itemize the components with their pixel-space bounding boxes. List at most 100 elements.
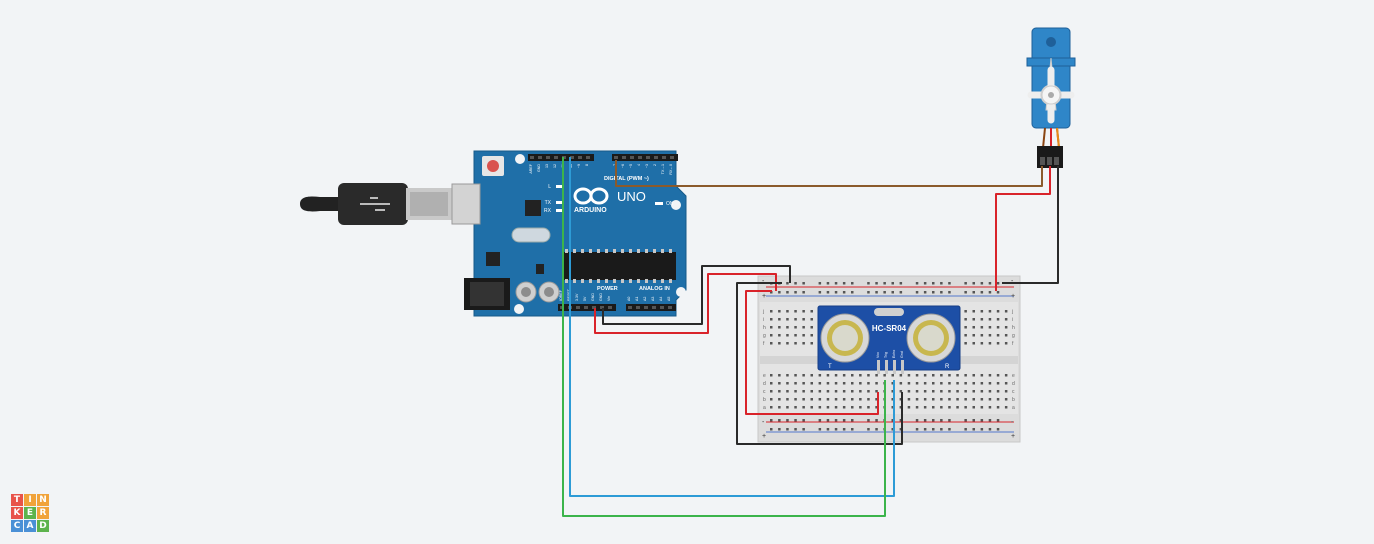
breadboard-row-label: f [763, 341, 765, 347]
arduino-infinity-logo [573, 187, 609, 205]
header-pin[interactable] [600, 306, 604, 309]
wires[interactable] [562, 157, 1059, 517]
breadboard-row-label: a [763, 405, 766, 411]
pin-label: 2 [653, 164, 657, 166]
pin-label: A2 [643, 297, 647, 301]
header-pin[interactable] [652, 306, 656, 309]
sensor-pin[interactable] [877, 360, 880, 374]
breadboard-row-label: j [1011, 309, 1013, 315]
on-label: ON [666, 201, 674, 207]
pin-label: AREF [529, 163, 533, 173]
wire-brown-signal [615, 160, 1043, 187]
header-pin[interactable] [530, 156, 534, 159]
header-pin[interactable] [638, 156, 642, 159]
header-pin[interactable] [538, 156, 542, 159]
sensor-pin[interactable] [885, 360, 888, 374]
svg-text:-: - [762, 419, 765, 426]
header-pin[interactable] [576, 306, 580, 309]
header-pin[interactable] [646, 156, 650, 159]
digital-label: DIGITAL (PWM ~) [604, 176, 649, 182]
logo-letter: A [24, 520, 36, 532]
header-pin[interactable] [578, 156, 582, 159]
breadboard-row-label: j [762, 309, 764, 315]
header-pin[interactable] [546, 156, 550, 159]
svg-text:+: + [1011, 293, 1015, 300]
pin-label: A0 [627, 297, 631, 301]
pin-label: GND [599, 293, 603, 301]
logo-letter: T [11, 494, 23, 506]
header-pin[interactable] [554, 156, 558, 159]
svg-text:+: + [762, 433, 766, 440]
pin-label: 5V [583, 296, 587, 301]
sensor-pin-label: Trig [884, 352, 888, 358]
logo-letter: D [37, 520, 49, 532]
pin-label: A3 [651, 297, 655, 301]
breadboard-row-label: g [763, 333, 766, 339]
sensor-pin-label: Echo [892, 350, 896, 358]
header-pin[interactable] [592, 306, 596, 309]
svg-text:-: - [1011, 419, 1014, 426]
micro-servo[interactable] [1026, 27, 1076, 168]
pin-label: TX→1 [661, 164, 665, 174]
sensor-pins[interactable] [877, 360, 904, 374]
pin-label: A4 [659, 297, 663, 301]
led-rx-label: RX [544, 208, 552, 214]
breadboard-row-label: d [763, 381, 766, 387]
sensor-pin[interactable] [901, 360, 904, 374]
atmega-chip [562, 252, 676, 280]
header-pin[interactable] [628, 306, 632, 309]
breadboard-row-label: c [763, 389, 766, 395]
breadboard-row-label: i [1012, 317, 1013, 323]
sensor-pin[interactable] [893, 360, 896, 374]
breadboard-row-label: b [763, 397, 766, 403]
header-pin[interactable] [654, 156, 658, 159]
breadboard-row-label: i [763, 317, 764, 323]
logo-letter: C [11, 520, 23, 532]
usb-cable[interactable] [300, 183, 479, 225]
wire-green-echo [562, 157, 886, 517]
breadboard-row-label: b [1012, 397, 1015, 403]
sensor-pin-label: Vcc [876, 352, 880, 358]
breadboard-row-label: c [1012, 389, 1015, 395]
logo-letter: K [11, 507, 23, 519]
header-pin[interactable] [670, 156, 674, 159]
breadboard-row-label: d [1012, 381, 1015, 387]
logo-letter: N [37, 494, 49, 506]
header-pin[interactable] [630, 156, 634, 159]
header-pin[interactable] [614, 156, 618, 159]
breadboard-row-label: g [1012, 333, 1015, 339]
sensor-r-mark: R [945, 364, 950, 370]
pin-label: GND [537, 164, 541, 172]
header-pin[interactable] [570, 156, 574, 159]
breadboard-row-label: a [1012, 405, 1015, 411]
arduino-model-label: UNO [617, 189, 646, 204]
sensor-t-mark: T [828, 364, 832, 370]
wire-black-arduino-ground [602, 265, 791, 325]
header-pin[interactable] [584, 306, 588, 309]
wire-red-servo-power [995, 166, 1051, 291]
header-pin[interactable] [662, 156, 666, 159]
tinkercad-logo[interactable]: T I N K E R C A D [11, 494, 49, 532]
breadboard-row-label: e [1012, 373, 1015, 379]
pin-label: 4 [637, 164, 641, 166]
header-pin[interactable] [608, 306, 612, 309]
header-pin[interactable] [586, 156, 590, 159]
pin-label: Vin [607, 296, 611, 301]
pin-label: IOREF [559, 289, 563, 301]
breadboard-row-label: h [1012, 325, 1015, 331]
header-pin[interactable] [660, 306, 664, 309]
svg-text:+: + [762, 293, 766, 300]
wire-black-sensor-gnd [736, 282, 903, 445]
breadboard-row-label: f [1012, 341, 1014, 347]
header-pin[interactable] [668, 306, 672, 309]
wire-blue-trig [569, 157, 895, 497]
pin-label: A5 [667, 297, 671, 301]
header-pin[interactable] [622, 156, 626, 159]
header-pin[interactable] [644, 306, 648, 309]
header-pin[interactable] [636, 306, 640, 309]
